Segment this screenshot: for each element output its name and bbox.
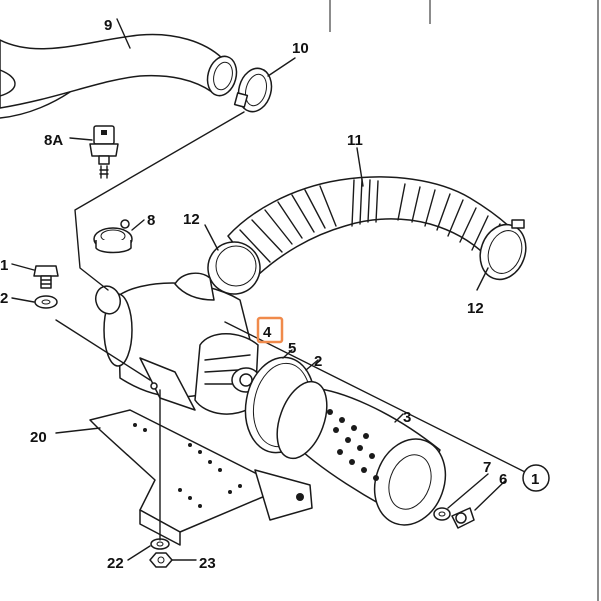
label-part-12-left: 12 (183, 211, 200, 228)
part-8a-restriction-switch (89, 125, 119, 179)
label-part-5: 5 (288, 340, 296, 357)
label-part-6: 6 (499, 471, 507, 488)
label-part-8: 8 (147, 212, 155, 229)
part-20-mounting-bracket (89, 409, 313, 546)
label-part-3: 3 (403, 409, 411, 426)
part-1-bolt (33, 265, 59, 289)
part-11-flexible-hose (227, 176, 516, 276)
part-4-air-cleaner-body (94, 272, 261, 415)
label-part-22: 22 (107, 555, 124, 572)
part-23-nut (149, 552, 173, 568)
label-part-11: 11 (347, 132, 363, 149)
label-part-7: 7 (483, 459, 491, 476)
part-3-filter-element (276, 380, 447, 526)
label-part-10: 10 (292, 40, 309, 57)
part-2-washer (34, 295, 58, 309)
part-8-cap (93, 219, 133, 254)
highlight-box (256, 316, 284, 344)
part-labels: 9 10 8A 11 8 12 1 2 12 4 5 2 3 20 7 6 1 … (0, 17, 539, 572)
label-part-12-right: 12 (467, 300, 484, 317)
part-10-hose-clamp (233, 67, 273, 113)
part-9-intake-pipe (0, 33, 238, 119)
part-6-wing-nut (451, 507, 475, 529)
bracket-holes (133, 423, 304, 508)
part-12-hose-clamp-right (479, 219, 527, 281)
label-part-2-right: 2 (314, 353, 322, 370)
label-part-23: 23 (199, 555, 216, 572)
label-part-1-left: 1 (0, 257, 8, 274)
frame-lines (329, 0, 599, 601)
label-part-1-right: 1 (531, 471, 539, 488)
callout-circle (522, 464, 550, 492)
label-part-4: 4 (263, 324, 272, 341)
label-part-9: 9 (104, 17, 112, 34)
leader-lines (11, 18, 536, 561)
filter-perforations (327, 409, 379, 481)
label-part-8a: 8A (44, 132, 63, 149)
label-part-2-left: 2 (0, 290, 8, 307)
part-12-hose-clamp-left (207, 241, 261, 295)
part-7-washer (433, 507, 451, 521)
label-part-20: 20 (30, 429, 47, 446)
